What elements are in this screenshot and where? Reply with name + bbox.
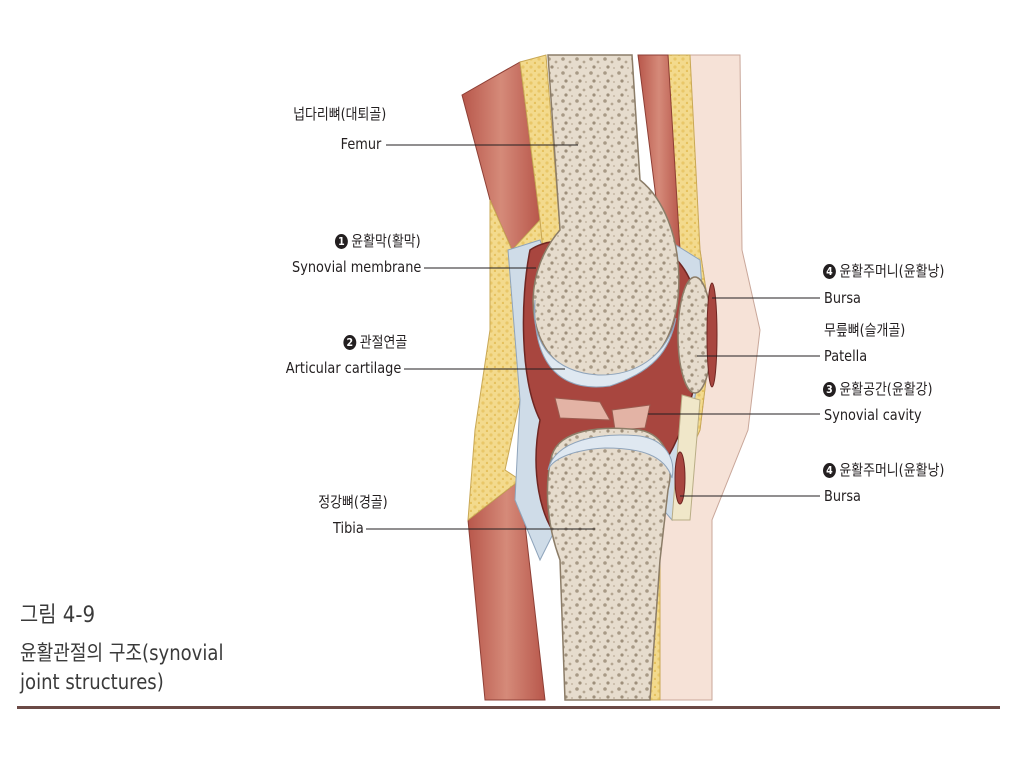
badge-4-top: 4 <box>823 264 836 279</box>
bursa-top-shape <box>707 283 717 387</box>
bottom-rule <box>17 706 1000 709</box>
figure-number: 그림 4-9 <box>20 597 95 629</box>
label-bursa-top-en: Bursa <box>824 290 861 307</box>
label-patella-ko: 무릎뼈(슬개골) <box>824 322 905 339</box>
badge-2: 2 <box>343 335 356 350</box>
synovial-cavity-ko-text: 윤활공간(윤활강) <box>839 380 932 398</box>
label-synovial-cavity-en: Synovial cavity <box>824 407 922 424</box>
bursa-bottom-ko-text: 윤활주머니(윤활낭) <box>839 461 944 479</box>
label-tibia-en: Tibia <box>333 520 364 537</box>
label-femur-ko: 넙다리뼈(대퇴골) <box>293 106 386 123</box>
label-synovial-membrane-ko: 1 윤활막(활막) <box>335 233 421 250</box>
synovial-membrane-ko-text: 윤활막(활막) <box>352 232 421 250</box>
label-articular-cartilage-ko: 2 관절연골 <box>343 334 407 351</box>
label-articular-cartilage-en: Articular cartilage <box>286 360 401 377</box>
figure-caption: 윤활관절의 구조(synovial joint structures) <box>20 639 235 697</box>
bursa-top-ko-text: 윤활주머니(윤활낭) <box>839 262 944 280</box>
label-tibia-ko: 정강뼈(경골) <box>319 494 388 511</box>
tibia-bone <box>547 428 670 700</box>
label-patella-en: Patella <box>824 348 867 365</box>
label-femur-en: Femur <box>340 136 381 153</box>
badge-4-bottom: 4 <box>823 463 836 478</box>
label-bursa-bottom-en: Bursa <box>824 488 861 505</box>
meniscus-anterior <box>612 405 650 430</box>
badge-1: 1 <box>335 234 348 249</box>
articular-cartilage-ko-text: 관절연골 <box>360 333 407 351</box>
badge-3: 3 <box>823 382 836 397</box>
label-synovial-membrane-en: Synovial membrane <box>292 259 421 276</box>
